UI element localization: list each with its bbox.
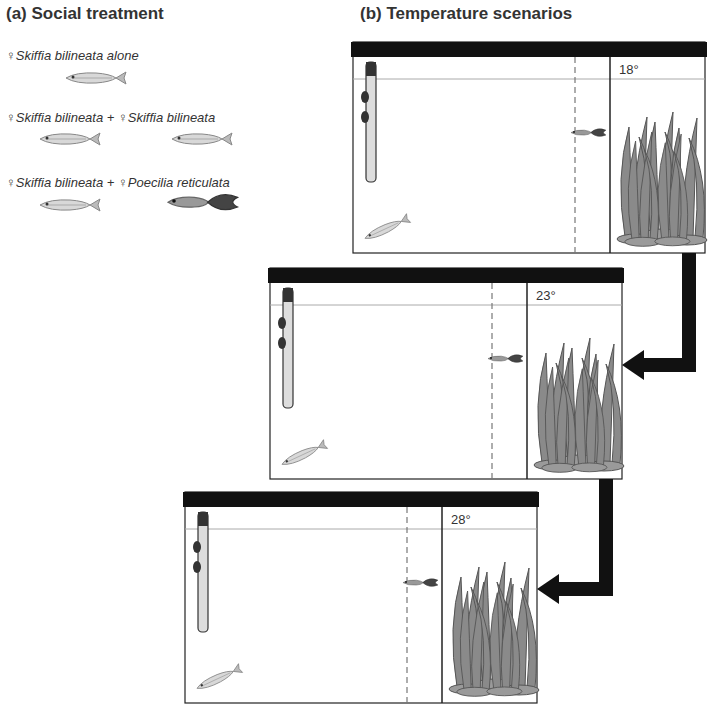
treatment-label: ♀Skiffia bilineata alone (6, 48, 139, 63)
aquarium-tank: 23° (270, 268, 622, 479)
flow-arrow (537, 479, 606, 604)
temperature-label: 23° (536, 288, 556, 303)
temperature-label: 28° (451, 512, 471, 527)
treatment-label: ♀Skiffia bilineata + ♀Skiffia bilineata (6, 110, 215, 125)
treatment-label: ♀Skiffia bilineata + ♀Poecilia reticulat… (6, 175, 230, 190)
temperature-label: 18° (619, 62, 639, 77)
panel-heading: (a) Social treatment (6, 4, 164, 24)
flow-arrow (622, 253, 689, 380)
aquarium-tank: 28° (185, 492, 537, 703)
aquarium-tank: 18° (353, 42, 705, 253)
panel-heading: (b) Temperature scenarios (360, 4, 572, 24)
